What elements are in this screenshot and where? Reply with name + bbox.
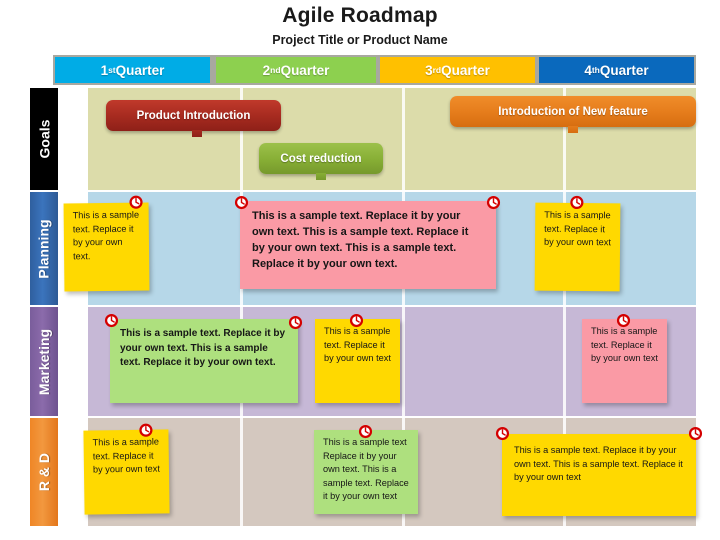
sticky-note-text: This is a sample text. Replace it by you… xyxy=(514,445,683,482)
column-divider-1 xyxy=(240,418,243,526)
sticky-note-text: This is a sample text. Replace it by you… xyxy=(92,436,160,475)
quarter-4-ordinal: th xyxy=(591,65,600,75)
column-divider-1 xyxy=(240,88,243,190)
swimlane-marketing: Marketing This is a sample text. Replace… xyxy=(30,307,696,416)
swimlane-rd: R & D This is a sample text. Replace it … xyxy=(30,418,703,526)
quarter-1-suffix: Quarter xyxy=(115,62,165,78)
callout-tail xyxy=(192,130,202,137)
quarter-1-number: 1 xyxy=(100,62,109,78)
sticky-note[interactable]: This is a sample text Replace it by your… xyxy=(314,424,418,514)
swimlane-label-marketing: Marketing xyxy=(30,307,58,416)
swimlane-planning: Planning This is a sample text. Replace … xyxy=(30,192,696,305)
clock-pin-icon xyxy=(358,424,373,439)
swimlane-planning-text: Planning xyxy=(36,218,52,279)
goal-product-introduction[interactable]: Product Introduction xyxy=(106,100,281,137)
column-divider-3 xyxy=(563,88,566,190)
column-divider-3 xyxy=(563,307,566,416)
goal-cost-reduction[interactable]: Cost reduction xyxy=(259,143,383,180)
column-divider-2 xyxy=(402,307,405,416)
swimlane-rd-text: R & D xyxy=(36,452,52,492)
quarter-2-suffix: Quarter xyxy=(280,62,330,78)
sticky-note-text: This is a sample text. Replace it by you… xyxy=(252,210,469,270)
column-divider-2 xyxy=(402,88,405,190)
sticky-note-text: This is a sample text. Replace it by you… xyxy=(120,328,286,368)
sticky-note-text: This is a sample text. Replace it by you… xyxy=(72,209,140,261)
quarter-4-suffix: Quarter xyxy=(599,62,649,78)
clock-pin-icon xyxy=(486,195,501,210)
sticky-note-text: This is a sample text. Replace it by you… xyxy=(544,209,611,248)
callout-tail xyxy=(316,173,326,180)
clock-pin-icon xyxy=(288,315,303,330)
quarter-3-number: 3 xyxy=(425,62,433,78)
sticky-note[interactable]: This is a sample text. Replace it by you… xyxy=(534,195,621,292)
sticky-note[interactable]: This is a sample text. Replace it by you… xyxy=(104,313,303,403)
sticky-note[interactable]: This is a sample text. Replace it by you… xyxy=(234,195,501,289)
quarter-2-number: 2 xyxy=(262,62,271,78)
clock-pin-icon xyxy=(104,313,119,328)
swimlane-goals-text: Goals xyxy=(36,119,52,159)
sticky-note[interactable]: This is a sample text. Replace it by you… xyxy=(63,195,150,292)
clock-pin-icon xyxy=(569,195,584,210)
swimlane-label-goals: Goals xyxy=(30,88,58,190)
quarter-2-ordinal: nd xyxy=(270,65,281,75)
swimlane-goals: Goals Product Introduction Introduction … xyxy=(30,88,696,190)
goal-cost-reduction-label: Cost reduction xyxy=(280,152,362,165)
clock-pin-icon xyxy=(688,426,703,441)
clock-pin-icon xyxy=(234,195,249,210)
quarter-1-ordinal: st xyxy=(108,65,116,75)
swimlane-label-rd: R & D xyxy=(30,418,58,526)
sticky-note-text: This is a sample text. Replace it by you… xyxy=(591,326,658,363)
swimlane-label-planning: Planning xyxy=(30,192,58,305)
sticky-note[interactable]: This is a sample text. Replace it by you… xyxy=(83,423,170,515)
quarter-3-ordinal: rd xyxy=(432,65,442,75)
sticky-note-text: This is a sample text Replace it by your… xyxy=(323,437,409,501)
goal-product-introduction-label: Product Introduction xyxy=(136,109,251,122)
sticky-note[interactable]: This is a sample text. Replace it by you… xyxy=(582,313,667,403)
sticky-note-text: This is a sample text. Replace it by you… xyxy=(324,326,391,363)
callout-tail xyxy=(568,126,578,133)
quarter-3-suffix: Quarter xyxy=(441,62,490,78)
clock-pin-icon xyxy=(128,195,143,210)
goal-introduction-new-feature-label: Introduction of New feature xyxy=(498,105,648,118)
sticky-note[interactable]: This is a sample text. Replace it by you… xyxy=(315,313,400,403)
goal-introduction-new-feature[interactable]: Introduction of New feature xyxy=(450,96,696,133)
clock-pin-icon xyxy=(495,426,510,441)
clock-pin-icon xyxy=(138,423,153,438)
clock-pin-icon xyxy=(349,313,364,328)
page-title: Agile Roadmap xyxy=(282,4,438,27)
clock-pin-icon xyxy=(616,313,631,328)
page-subtitle: Project Title or Product Name xyxy=(272,33,448,47)
sticky-note[interactable]: This is a sample text. Replace it by you… xyxy=(495,426,703,516)
swimlane-marketing-text: Marketing xyxy=(36,328,52,395)
quarter-4-number: 4 xyxy=(584,62,592,78)
